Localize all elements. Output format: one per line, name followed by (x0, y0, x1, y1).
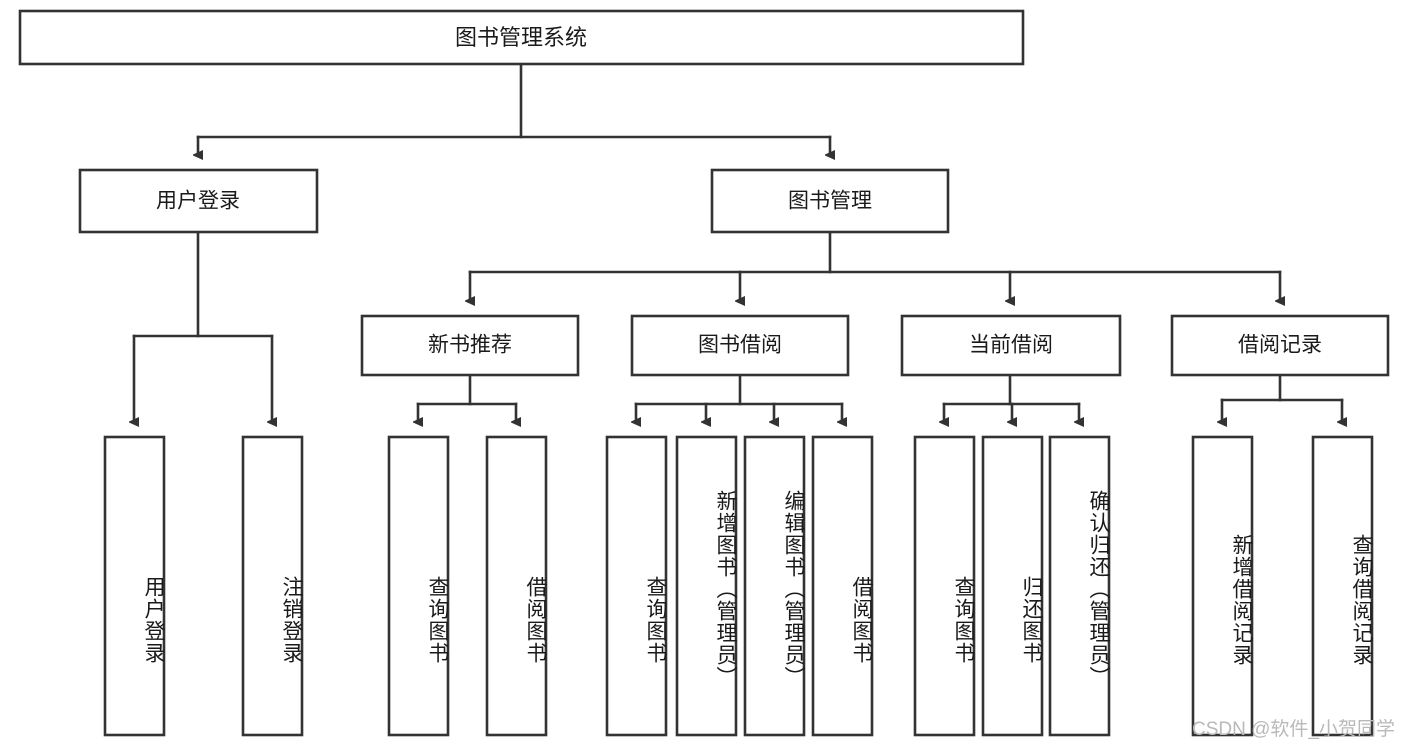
connector-group-borrow-record (1222, 373, 1342, 422)
connector-group-user-login (134, 230, 272, 422)
leaf-box-edit-book[interactable] (743, 435, 806, 737)
leaf-box-user-logout[interactable] (241, 435, 304, 737)
node-new-book-rec[interactable]: 新书推荐 (360, 314, 580, 377)
node-user-login-box[interactable] (78, 168, 319, 234)
connector-group-root (198, 62, 830, 155)
leaf-box-query-record[interactable] (1311, 435, 1374, 737)
leaf-box-borrow-book-rec[interactable] (485, 435, 548, 737)
connector-group-current-borrow (944, 373, 1079, 422)
leaf-box-add-book[interactable] (675, 435, 738, 737)
leaf-box-add-record[interactable] (1191, 435, 1254, 737)
node-current-borrow-box[interactable] (900, 314, 1122, 377)
node-book-manage-label: 图书管理 (788, 190, 872, 213)
leaf-box-return-book[interactable] (981, 435, 1044, 737)
node-current-borrow-label: 当前借阅 (969, 334, 1053, 357)
leaf-box-query-book-rec[interactable] (387, 435, 450, 737)
node-user-login[interactable]: 用户登录 (78, 168, 319, 234)
node-book-borrow[interactable]: 图书借阅 (630, 314, 850, 377)
node-root-label: 图书管理系统 (455, 25, 587, 50)
node-book-borrow-label: 图书借阅 (698, 334, 782, 357)
node-borrow-record-label: 借阅记录 (1238, 334, 1322, 357)
node-root-box[interactable] (18, 9, 1025, 66)
connector-group-new-book-rec (418, 373, 516, 422)
node-new-book-rec-label: 新书推荐 (428, 334, 512, 357)
node-user-login-label: 用户登录 (156, 190, 240, 213)
leaf-box-confirm-return[interactable] (1048, 435, 1111, 737)
node-book-manage[interactable]: 图书管理 (710, 168, 950, 234)
connector-group-book-manage (470, 230, 1280, 301)
node-book-borrow-box[interactable] (630, 314, 850, 377)
node-borrow-record[interactable]: 借阅记录 (1170, 314, 1390, 377)
node-borrow-record-box[interactable] (1170, 314, 1390, 377)
node-book-manage-box[interactable] (710, 168, 950, 234)
node-root[interactable]: 图书管理系统 (18, 9, 1025, 66)
node-current-borrow[interactable]: 当前借阅 (900, 314, 1122, 377)
leaf-boxes (103, 435, 1374, 737)
leaf-box-borrow-book-bb[interactable] (811, 435, 874, 737)
watermark-text: CSDN @软件_小贺同学 (1192, 719, 1395, 740)
connector-group-book-borrow (636, 373, 842, 422)
leaf-box-query-book-bb[interactable] (605, 435, 668, 737)
node-new-book-rec-box[interactable] (360, 314, 580, 377)
leaf-box-user-login[interactable] (103, 435, 166, 737)
leaf-box-query-book-cb[interactable] (913, 435, 976, 737)
